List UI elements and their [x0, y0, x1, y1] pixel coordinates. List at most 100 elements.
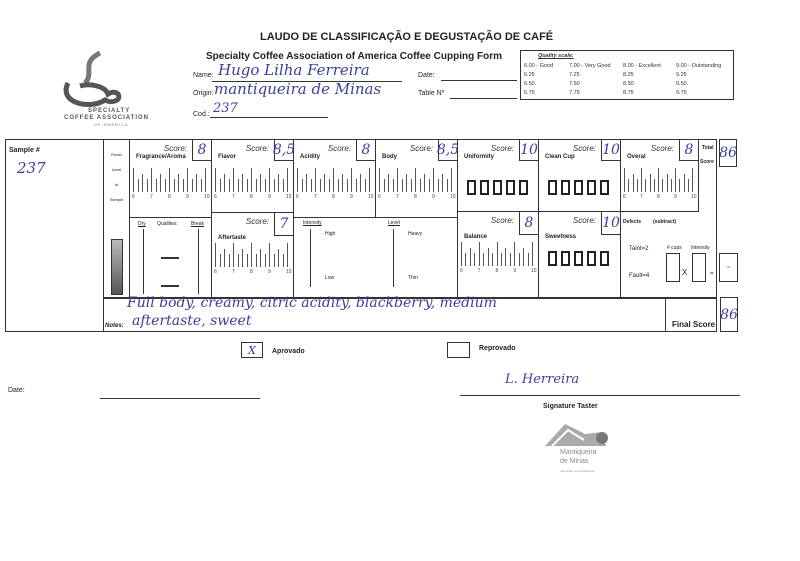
uniformity-score[interactable]: 10 [519, 139, 539, 161]
flavor-label: Flavor [218, 154, 237, 160]
uniformity-cup-checkboxes[interactable] [467, 180, 528, 195]
rejected-checkbox[interactable] [447, 342, 470, 358]
body-score[interactable]: 8,5 [437, 139, 459, 161]
sca-logo: SPECIALTY COFFEE ASSOCIATION OF AMERICA [50, 48, 170, 133]
sweetness-score[interactable]: 10 [601, 211, 621, 235]
quality-scale-entry: 7.00 - Very Good [569, 63, 611, 69]
taster-signature: L. Herreira [505, 372, 580, 387]
clean-cup-label: Clean Cup [545, 154, 575, 160]
roast-color-swatch[interactable] [110, 239, 123, 295]
balance-score[interactable]: 8 [519, 211, 539, 235]
total-score[interactable]: 86 [719, 139, 737, 167]
quality-scale-entry: 9.75 [676, 90, 687, 96]
table-field[interactable] [450, 98, 517, 99]
final-score[interactable]: 86 [720, 297, 738, 332]
quality-scale-entry: 6.50 [524, 81, 535, 87]
overall-label: Overal [627, 154, 646, 160]
quality-scale-entry: 8.00 - Excellent [623, 63, 661, 69]
quality-scale-entry: 9.50 [676, 81, 687, 87]
footer-date-label: Date: [8, 387, 25, 394]
origin-value[interactable]: mantiqueira de Minas [214, 80, 382, 98]
aftertaste-label: Aftertaste [218, 235, 247, 241]
cod-value[interactable]: 237 [213, 101, 238, 116]
notes-label: Notes: [105, 323, 124, 329]
fragrance-label: Fragrance/Aroma [136, 154, 186, 160]
quality-scale-entry: 7.25 [569, 72, 580, 78]
defect-intensity-input[interactable] [692, 253, 706, 282]
quality-scale-entry: 7.75 [569, 90, 580, 96]
clean-cup-section: Score: 10 Clean Cup [538, 139, 621, 212]
quality-scale-entry: 6.75 [524, 90, 535, 96]
body-label: Body [382, 154, 397, 160]
date-label: Date: [418, 72, 435, 79]
balance-label: Balance [464, 234, 488, 240]
sweetness-cup-checkboxes[interactable] [548, 251, 609, 266]
uniformity-section: Score: 10 Uniformity [457, 139, 539, 212]
signature-label: Signature Taster [543, 403, 598, 410]
acidity-score[interactable]: 8 [356, 139, 376, 161]
date-field[interactable] [441, 80, 517, 81]
quality-scale-entry: 8.75 [623, 90, 634, 96]
body-level: Level Heavy Thin [380, 217, 460, 297]
acidity-intensity: Intensity High Low [298, 217, 378, 297]
sample-value[interactable]: 237 [17, 159, 46, 177]
quality-scale-entry: 6.00 - Good [524, 63, 554, 69]
approved-checkbox[interactable]: X [241, 342, 263, 358]
quality-scale-entry: 8.25 [623, 72, 634, 78]
rejected-label: Reprovado [479, 345, 516, 352]
final-score-label: Final Score [672, 320, 716, 329]
quality-scale-entry: 8.50 [623, 81, 634, 87]
overall-score[interactable]: 8 [679, 139, 699, 161]
sweetness-label: Sweetness [545, 234, 577, 240]
quality-scale-entry: 6.25 [524, 72, 535, 78]
mantiqueira-logo: Mantiqueira de Minas Indicação de Proced… [540, 418, 620, 480]
defect-cups-input[interactable] [666, 253, 680, 282]
clean-cup-score[interactable]: 10 [601, 139, 621, 161]
aftertaste-score[interactable]: 7 [274, 212, 294, 236]
quality-scale-entry: 7.50 [569, 81, 580, 87]
sample-label: Sample # [9, 147, 40, 154]
cod-label: Cod.: [193, 111, 210, 118]
notes-line-2[interactable]: aftertaste, sweet [132, 313, 252, 329]
defect-result[interactable]: - [719, 253, 738, 282]
sweetness-section: Score: 10 Sweetness [538, 211, 621, 298]
mountains-icon [545, 424, 608, 447]
fragrance-qualities: Dry Qualities: Break [129, 217, 211, 297]
name-label: Name: [193, 72, 214, 79]
quality-scale-entry: 9.00 - Outstanding [676, 63, 722, 69]
approved-label: Aprovado [272, 348, 305, 355]
name-value[interactable]: Hugo Lilha Ferreira [218, 61, 370, 79]
acidity-label: Acidity [300, 154, 321, 160]
footer-date-field[interactable] [100, 398, 260, 399]
origin-label: Origin: [193, 90, 214, 97]
notes-line-1[interactable]: Full body, creamy, citric acidity, black… [127, 295, 497, 311]
defects-section: Defects (subtract) Taint=2 Fault=4 # cup… [620, 211, 738, 297]
total-label: Total [702, 145, 714, 151]
uniformity-label: Uniformity [464, 154, 494, 160]
form-subtitle: Specialty Coffee Association of America … [206, 51, 502, 62]
flavor-score[interactable]: 8,5 [273, 139, 295, 161]
quality-scale-entry: 9.25 [676, 72, 687, 78]
clean-cup-cup-checkboxes[interactable] [548, 180, 609, 195]
page-title: LAUDO DE CLASSIFICAÇÃO E DEGUSTAÇÃO DE C… [260, 31, 554, 43]
fragrance-score[interactable]: 8 [192, 139, 212, 161]
table-label: Table Nº [418, 90, 445, 97]
coffee-cup-icon [63, 50, 122, 107]
